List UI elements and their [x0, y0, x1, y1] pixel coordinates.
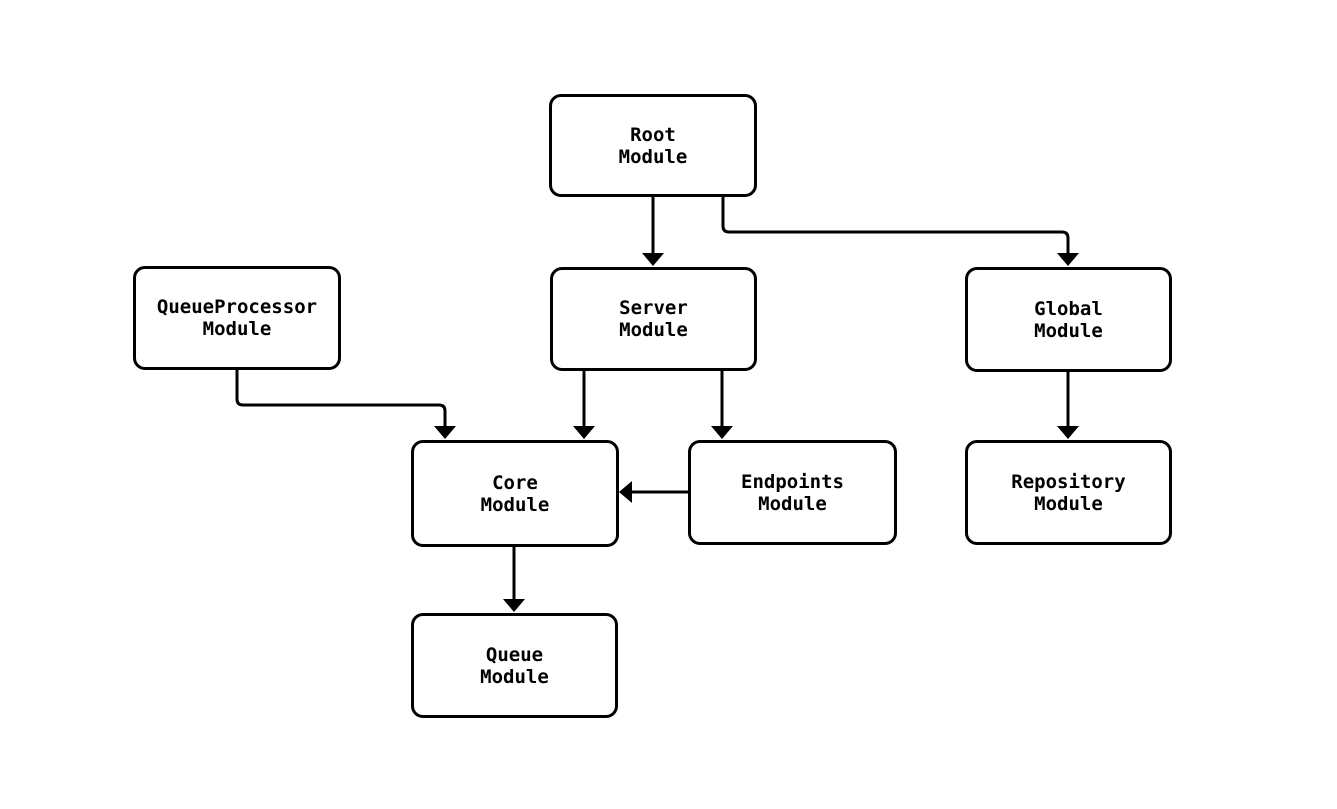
- node-queue-label-line: Module: [480, 665, 549, 688]
- node-core-label-line: Module: [480, 493, 550, 516]
- arrowhead-queue-processor-to-core: [434, 426, 456, 439]
- node-queue-label-line: Queue: [485, 643, 544, 666]
- node-root-label-line: Module: [618, 145, 688, 168]
- arrowhead-server-to-core: [573, 426, 595, 439]
- edge-queue-processor-to-core: [235, 370, 447, 427]
- node-repository-label-line: Module: [1034, 492, 1103, 515]
- arrowhead-root-to-server: [642, 253, 664, 266]
- arrowhead-core-to-queue: [503, 599, 525, 612]
- node-queue-processor-label-line: QueueProcessor: [156, 296, 318, 318]
- node-endpoints-label-line: Endpoints: [741, 470, 844, 493]
- node-endpoints-label-line: Module: [758, 492, 827, 515]
- node-core-label-line: Core: [492, 471, 538, 494]
- node-global-label-line: Global: [1034, 297, 1103, 320]
- node-server-label-line: Server: [619, 297, 688, 319]
- node-repository-label-line: Repository: [1011, 470, 1126, 493]
- edge-root-to-global: [721, 197, 1070, 254]
- node-global-label-line: Module: [1034, 319, 1103, 342]
- node-queue-processor-label-line: Module: [202, 318, 272, 340]
- node-root-label-line: Root: [630, 123, 676, 146]
- node-server-label-line: Module: [619, 319, 688, 341]
- arrowhead-server-to-endpoints: [711, 426, 733, 439]
- arrowhead-global-to-repository: [1057, 426, 1079, 439]
- arrowhead-endpoints-to-core: [619, 481, 632, 503]
- arrowhead-root-to-global: [1057, 253, 1079, 266]
